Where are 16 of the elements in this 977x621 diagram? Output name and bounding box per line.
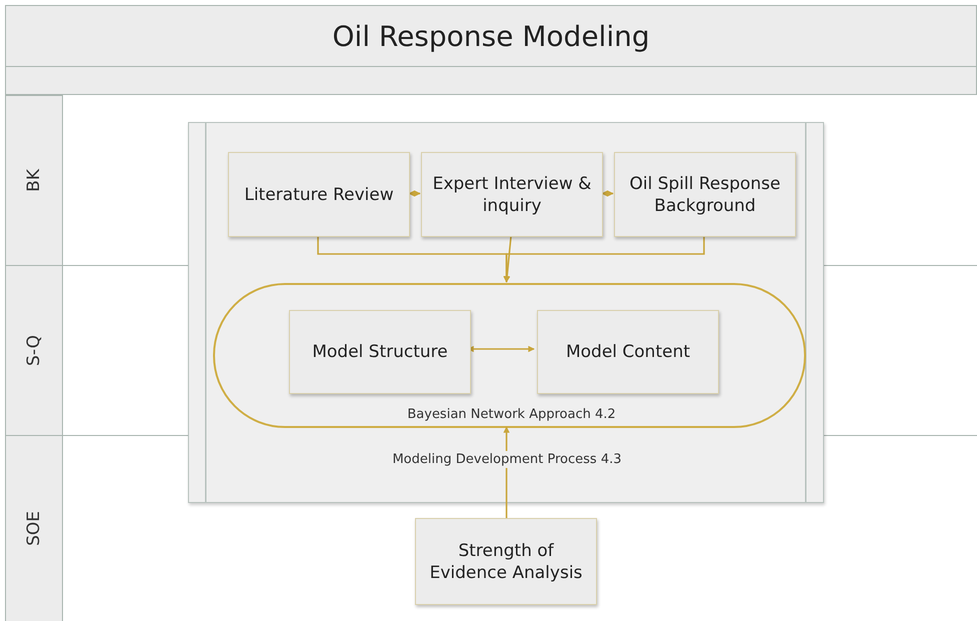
process-container xyxy=(188,122,824,503)
process-box: Expert Interview & inquiry xyxy=(421,152,603,237)
diagram-title: Oil Response Modeling xyxy=(5,5,977,67)
lane-header: BK xyxy=(5,95,63,265)
process-box: Model Content xyxy=(537,310,719,394)
process-box: Literature Review xyxy=(228,152,410,237)
process-box: Strength of Evidence Analysis xyxy=(415,518,597,605)
arrow xyxy=(408,190,421,197)
process-box: Model Structure xyxy=(289,310,471,394)
lane-header: S-Q xyxy=(5,265,63,435)
group-label: Bayesian Network Approach 4.2 xyxy=(406,406,617,423)
arrow xyxy=(503,236,705,283)
process-box: Oil Spill Response Background xyxy=(614,152,796,237)
lane-header: SOE xyxy=(5,435,63,621)
arrow xyxy=(601,190,614,197)
rounded-group xyxy=(213,283,806,428)
